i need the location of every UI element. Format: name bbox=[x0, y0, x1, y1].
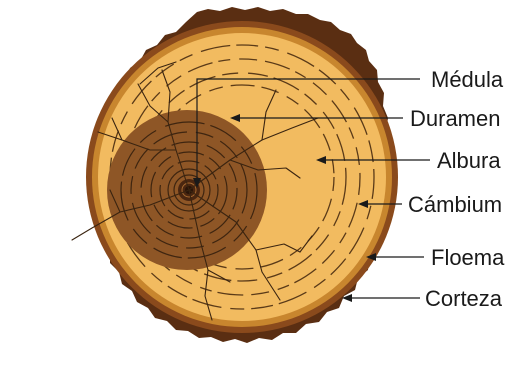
label-floema: Floema bbox=[431, 245, 505, 270]
label-cambium: Cámbium bbox=[408, 192, 502, 217]
label-albura: Albura bbox=[437, 148, 501, 173]
labels: Médula Duramen Albura Cámbium Floema Cor… bbox=[408, 67, 505, 311]
label-corteza: Corteza bbox=[425, 286, 503, 311]
label-medula: Médula bbox=[431, 67, 504, 92]
label-duramen: Duramen bbox=[410, 106, 500, 131]
